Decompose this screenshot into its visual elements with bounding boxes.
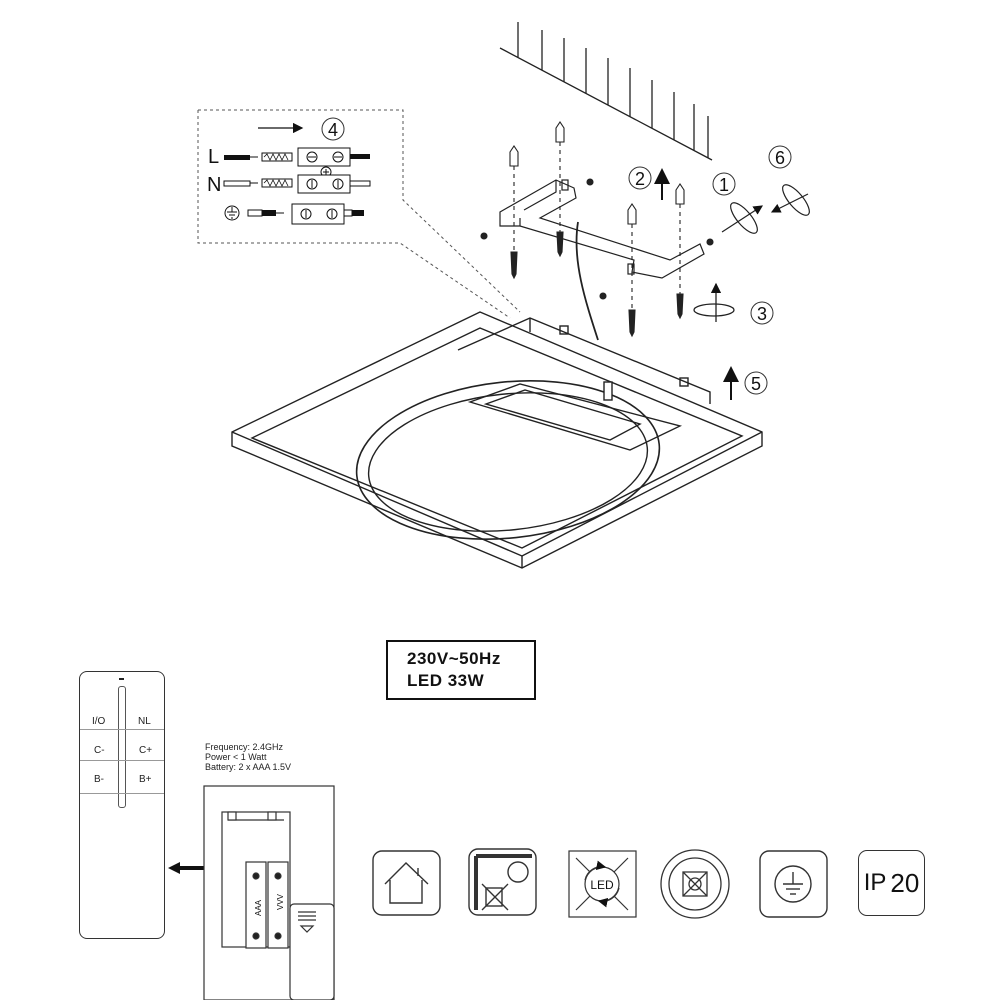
battery-compartment [203,785,335,1000]
neutral-wire [223,174,371,194]
ip-rating-icon: IP 20 [858,850,925,916]
remote-control: I/O NL C- C+ B- B+ [79,671,165,939]
remote-power: Power < 1 Watt [205,752,267,762]
remote-battery: Battery: 2 x AAA 1.5V [205,762,292,772]
remote-arrow-icon [168,862,206,874]
step-number-4: 4 [321,117,345,141]
remote-button-brightness-minus[interactable]: B- [94,774,104,785]
remote-button-color-plus[interactable]: C+ [139,745,153,756]
led-symbol-label: LED [590,878,614,892]
power-spec: LED 33W [407,671,485,690]
live-wire [224,147,370,167]
step-number-1: 1 [712,172,736,196]
anchor-screw [675,183,685,320]
ip-value: 20 [890,867,920,898]
rotation-knob-1 [721,202,764,234]
remote-button-night-light[interactable]: NL [138,716,151,727]
ceiling-hatch [499,22,713,161]
remote-divider [80,760,164,761]
remote-slider-track [118,686,126,808]
anchor-screw [627,203,637,338]
battery-marking-label: VVV [276,893,285,910]
svg-text:3: 3 [757,304,767,324]
anchor-screw [555,121,565,258]
remote-divider [80,793,164,794]
power-cable [575,221,599,341]
remote-specs: Frequency: 2.4GHz Power < 1 Watt Battery… [205,742,291,772]
rotate-screw-icon [693,282,735,322]
remote-button-power[interactable]: I/O [92,716,106,727]
led-not-replaceable-icon [568,850,637,918]
earth-wire [224,203,364,225]
anchor-screw [509,145,519,280]
svg-text:1: 1 [719,175,729,195]
step-number-3: 3 [750,301,774,325]
remote-top-mark [119,678,124,680]
wall-anchors [480,121,714,338]
ip-prefix: IP [863,869,887,896]
live-label: L [208,146,219,168]
ceiling-lamp [231,311,763,569]
step-number-6: 6 [768,145,792,169]
remote-frequency: Frequency: 2.4GHz [205,742,284,752]
svg-text:4: 4 [328,120,338,140]
power-spec-box: 230V~50Hz LED 33W [386,640,536,700]
rotation-knob-6 [770,184,810,216]
indoor-use-icon [372,850,441,916]
remote-button-color-minus[interactable]: C- [94,745,105,756]
remote-button-brightness-plus[interactable]: B+ [139,774,152,785]
lamp-ring-inner [367,392,649,532]
svg-text:2: 2 [635,169,645,189]
neutral-label: N [207,174,221,196]
svg-text:5: 5 [751,374,761,394]
lamp-ring-outer [355,380,661,540]
no-covering-icon [660,849,730,919]
earth-symbol-icon [224,205,240,221]
protective-earth-icon [759,850,828,918]
wiring-detail-box [197,109,521,319]
not-for-recessed-ceiling-icon [468,848,537,916]
voltage-spec: 230V~50Hz [407,649,501,668]
battery-type-label: AAA [254,899,263,916]
remote-divider [80,729,164,730]
step-number-5: 5 [744,371,768,395]
mounting-bracket [499,179,705,279]
svg-text:6: 6 [775,148,785,168]
step-number-2: 2 [628,166,652,190]
